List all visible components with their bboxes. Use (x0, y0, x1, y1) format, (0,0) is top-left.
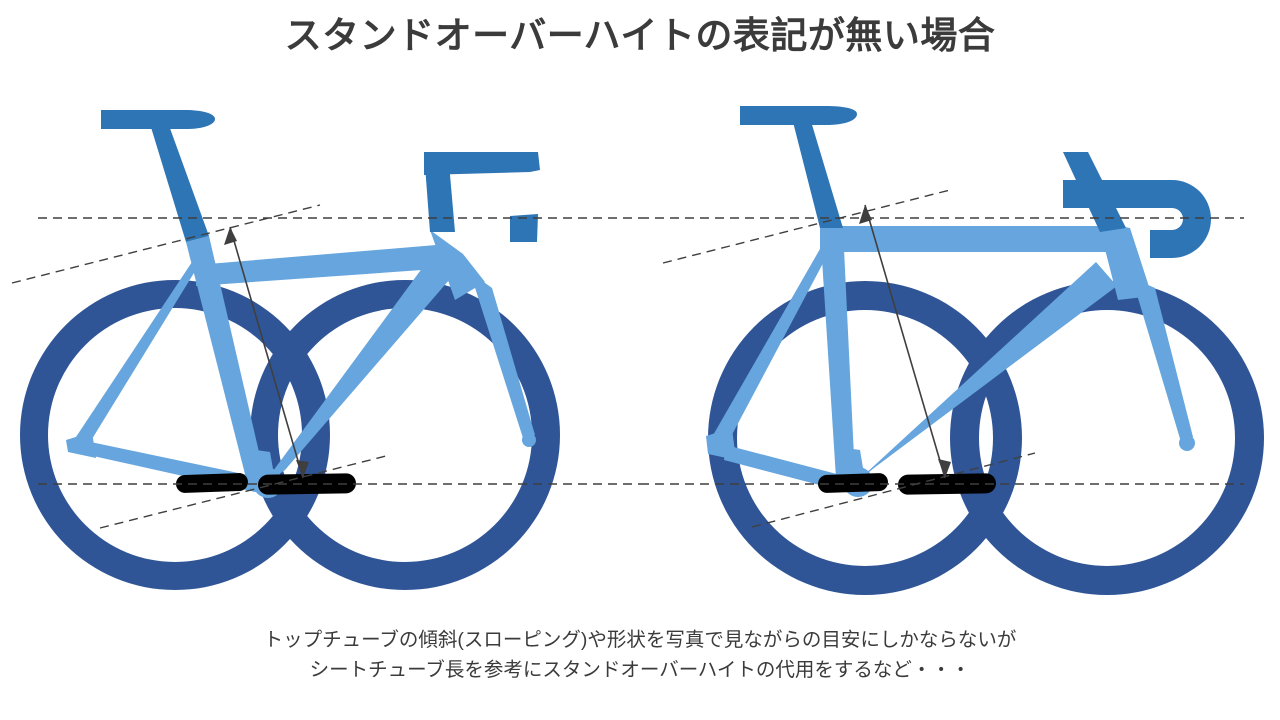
left-bike-pedals (176, 473, 356, 495)
left-bike-standover-arrow (224, 226, 309, 479)
right-bike-pedals (818, 473, 996, 495)
left-bike-saddle-assembly (101, 110, 215, 242)
right-bike-standover-arrow (859, 204, 951, 479)
left-bike-guides (11, 204, 640, 529)
lower-slope-guide (751, 452, 1036, 528)
lower-slope-guide (99, 454, 391, 529)
page-title: スタンドオーバーハイトの表記が無い場合 (284, 15, 996, 56)
right-bike-frame (706, 222, 1195, 497)
left-bike-rear-wheel (19, 279, 331, 591)
caption-line-1: トップチューブの傾斜(スローピング)や形状を写真で見ながらの目安にしかならないが (263, 629, 1017, 651)
caption-block: トップチューブの傾斜(スローピング)や形状を写真で見ながらの目安にしかならないが… (0, 626, 1280, 685)
left-bike-handlebar (424, 152, 540, 242)
right-bike-guides (640, 189, 1244, 528)
upper-slope-guide (11, 204, 321, 284)
caption-line-2: シートチューブ長を参考にスタンドオーバーハイトの代用をするなど・・・ (309, 658, 971, 681)
left-bike-frame (66, 230, 536, 498)
right-bike (640, 106, 1264, 595)
right-bike-saddle-assembly (740, 106, 857, 228)
right-bike-handlebar (1063, 152, 1211, 258)
upper-slope-guide (662, 189, 951, 264)
left-bike (11, 110, 640, 591)
